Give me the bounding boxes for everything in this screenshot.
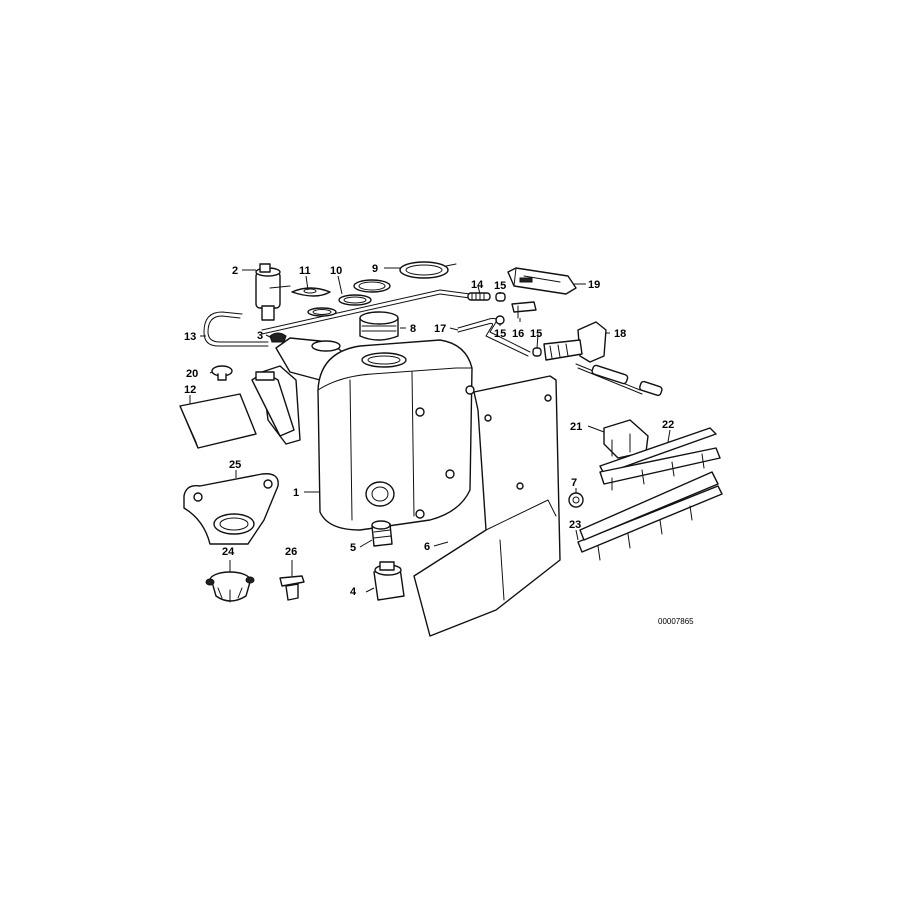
callout-1: 1 [293,487,299,499]
callout-15b: 15 [494,328,506,340]
part-10-seal [307,294,372,317]
reference-number: 00007865 [658,617,694,626]
callout-8: 8 [410,323,416,335]
part-8-filler-neck [359,311,399,341]
part-12-pad [179,393,257,449]
callout-4: 4 [350,586,357,598]
part-26-clip [279,575,305,601]
callout-9: 9 [372,263,378,275]
part-9-gasket [353,261,457,293]
callout-21: 21 [570,421,582,433]
part-4-pump [373,561,405,601]
part-24-grommet [205,571,255,603]
callout-15c: 15 [530,328,542,340]
callout-10: 10 [330,265,342,277]
callout-6: 6 [424,541,430,553]
leader-lines [189,267,671,593]
callout-5: 5 [350,542,356,554]
part-17-hose [457,317,531,357]
part-25-bracket [183,473,279,545]
part-14-hose [467,292,491,301]
callout-3: 3 [257,330,263,342]
callout-14: 14 [471,279,484,291]
callout-19: 19 [588,279,600,291]
part-16-clip [511,301,537,319]
part-19-nozzle [507,267,577,295]
callout-11: 11 [299,265,311,277]
callout-20: 20 [186,368,198,380]
callout-23: 23 [569,519,581,531]
callout-13: 13 [184,331,196,343]
callout-26: 26 [285,546,297,558]
part-20-cap [211,365,233,381]
part-7-nut [568,492,584,508]
part-2-pump [255,263,291,321]
callout-25: 25 [229,459,241,471]
part-13-hose [203,289,471,347]
part-3-grommet [269,332,287,343]
callout-18: 18 [614,328,626,340]
callout-24: 24 [222,546,235,558]
part-18-nozzle [543,321,663,397]
part-23-rail [577,471,723,561]
callout-7: 7 [571,477,577,489]
callout-12: 12 [184,384,196,396]
part-11-gasket [291,287,331,297]
callout-17: 17 [434,323,446,335]
part-5-connector [371,520,393,547]
callout-16: 16 [512,328,524,340]
part-1-reservoir [251,337,475,531]
callout-15a: 15 [494,280,506,292]
callout-2: 2 [232,265,238,277]
part-22-rail [599,427,721,491]
callout-22: 22 [662,419,674,431]
callouts: 1 2 3 4 5 6 7 8 9 10 11 12 13 14 15 15 1… [184,263,674,598]
part-6-shield [413,375,561,637]
